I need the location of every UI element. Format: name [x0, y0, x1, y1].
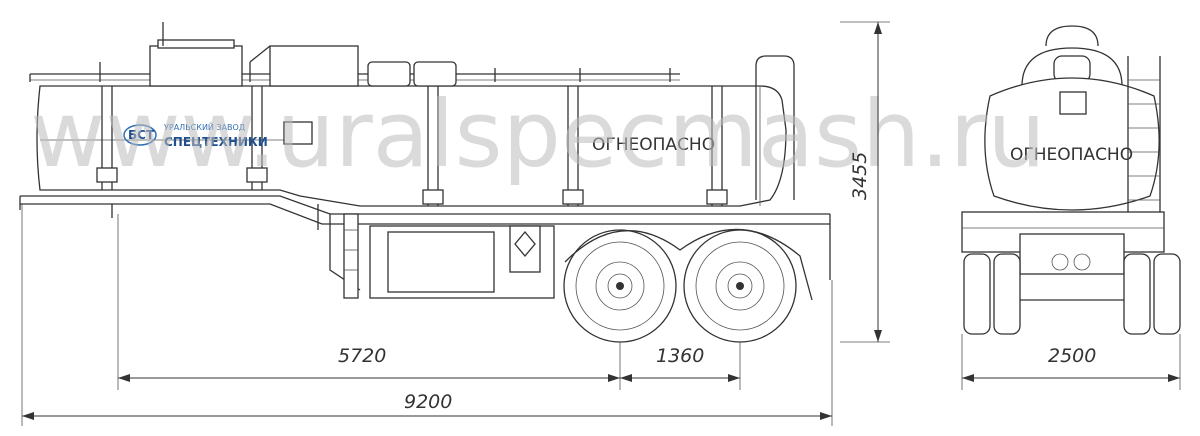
- breathing-valve-box: [269, 45, 359, 87]
- logo-swoosh-icon: [123, 124, 157, 146]
- dim-height: 3455: [849, 152, 871, 200]
- dim-axle-to-kingpin: 5720: [338, 345, 386, 367]
- wheel-front-axle: [563, 229, 677, 343]
- rear-tank-shell: [984, 77, 1160, 211]
- dim-axle-spacing: 1360: [656, 345, 704, 367]
- logo-mark: БСТ: [128, 128, 155, 142]
- top-box: [149, 45, 243, 87]
- manhole-hatch: [367, 61, 411, 87]
- rear-right-tire-outer: [1153, 253, 1181, 335]
- rear-top-dome: [1045, 25, 1099, 47]
- tank-body: [36, 85, 787, 207]
- rear-left-tire-inner: [993, 253, 1021, 335]
- rear-right-tire-inner: [1123, 253, 1151, 335]
- company-logo: БСТ УРАЛЬСКИЙ ЗАВОД СПЕЦТЕХНИКИ: [123, 121, 268, 149]
- logo-line2: СПЕЦТЕХНИКИ: [164, 135, 268, 149]
- rear-warning-label: ОГНЕОПАСНО: [1010, 145, 1133, 165]
- tank-straps: [96, 86, 728, 206]
- landing-gear: [343, 213, 359, 299]
- watermark: www.uralspecmash.ru: [30, 81, 1046, 188]
- logo-line1: УРАЛЬСКИЙ ЗАВОД: [164, 121, 245, 132]
- manhole-hatch: [413, 61, 457, 87]
- placard: [283, 121, 313, 145]
- wheel-rear-axle: [683, 229, 797, 343]
- mudguard: [564, 228, 813, 301]
- rear-view: ОГНЕОПАСНО: [961, 25, 1181, 335]
- side-warning-label: ОГНЕОПАСНО: [592, 135, 715, 155]
- dim-overall-width: 2500: [1048, 345, 1096, 367]
- rear-left-tire-outer: [963, 253, 991, 335]
- dim-overall-length: 9200: [404, 391, 452, 413]
- rear-placard: [1059, 91, 1087, 115]
- rear-ladder: [755, 55, 795, 200]
- hazard-diamond-box: [509, 225, 541, 273]
- dimension-lines: 3455 5720 1360 9200 2500: [21, 21, 1181, 426]
- side-view: ОГНЕОПАСНО БСТ УРАЛЬСКИЙ ЗАВОД СПЕЦТЕХНИ…: [19, 22, 831, 343]
